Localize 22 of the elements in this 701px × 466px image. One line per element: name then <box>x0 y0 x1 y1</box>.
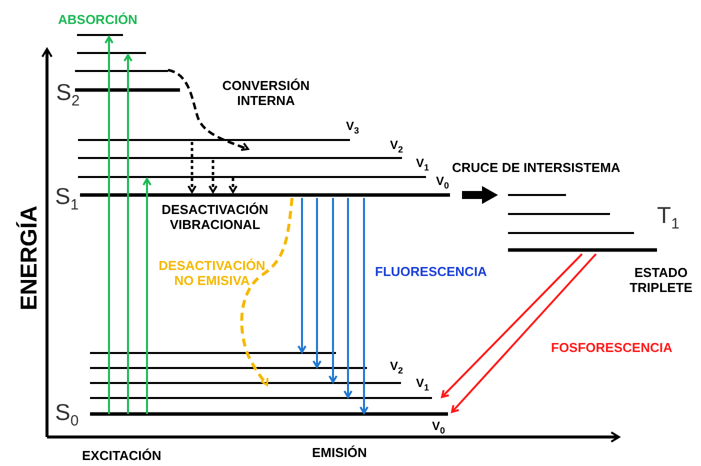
process-label: DESACTIVACIÓN VIBRACIONAL <box>160 202 270 232</box>
axis-label: ENERGÍA <box>14 206 41 310</box>
process-label: ESTADO TRIPLETE <box>628 265 694 295</box>
state-label: S$_{1}$ <box>55 184 79 216</box>
state-label: V$_{0}$ <box>432 420 446 438</box>
state-label: S$_{0}$ <box>55 400 79 432</box>
process-label: FLUORESCENCIA <box>375 264 487 279</box>
state-label: V$_{1}$ <box>416 157 430 174</box>
process-label: CRUCE DE INTERSISTEMA <box>452 160 620 175</box>
state-label: S$_{2}$ <box>56 80 80 112</box>
process-label: DESACTIVACIÓN NO EMISIVA <box>158 258 266 288</box>
state-label: T$_{1}$ <box>657 203 680 235</box>
state-label: V$_{2}$ <box>390 360 404 378</box>
state-label: V$_{0}$ <box>436 175 450 192</box>
process-label: EMISIÓN <box>312 445 367 460</box>
state-label: V$_{2}$ <box>390 139 404 156</box>
process-label: ABSORCIÓN <box>58 12 138 27</box>
state-label: V$_{1}$ <box>416 377 430 394</box>
state-label: V$_{3}$ <box>346 120 360 138</box>
process-label: EXCITACIÓN <box>82 448 162 463</box>
process-label: FOSFORESCENCIA <box>551 340 672 355</box>
process-label: CONVERSIÓN INTERNA <box>221 78 311 108</box>
